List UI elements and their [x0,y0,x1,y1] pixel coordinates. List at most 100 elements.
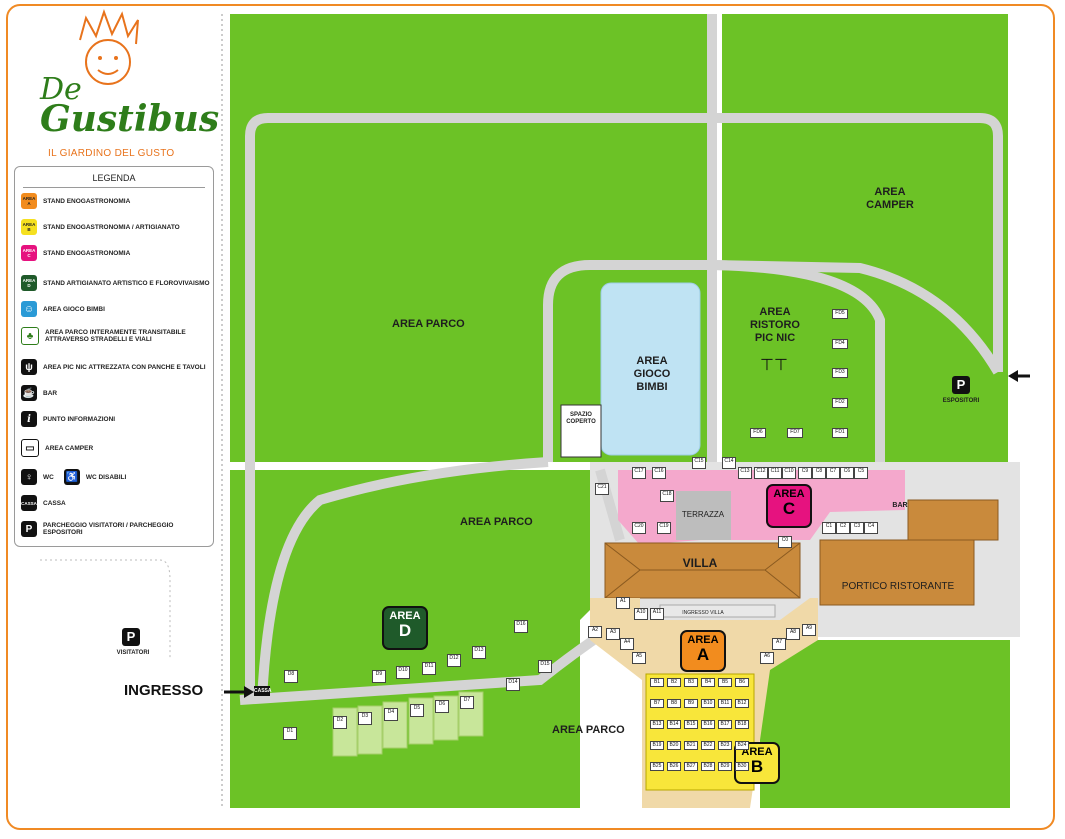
area-c-badge: AREA C [21,245,37,261]
stand-d6: D6 [435,700,449,713]
stand-fd7: FD7 [787,428,803,438]
stand-d15: D15 [538,660,552,673]
stand-d2: D2 [333,716,347,729]
legend-row-wc: ♀WC♿WC DISABILI [21,469,211,485]
terrace [676,491,731,540]
stand-c13: C13 [738,467,752,479]
stand-b9: B9 [684,699,698,708]
stand-c18: C18 [660,490,674,502]
stand-c17: C17 [632,467,646,479]
stand-a2: A2 [588,626,602,638]
legend-row-gioco: ☺AREA GIOCO BIMBI [21,301,211,317]
ingresso-label: INGRESSO [124,682,204,699]
area-gioco-label: AREA GIOCO BIMBI [633,355,671,393]
parking-icon: P [21,521,37,537]
stand-b5: B5 [718,678,732,687]
stand-d7: D7 [460,696,474,709]
stand-b27: B27 [684,762,698,771]
cassa-marker: CASSA [254,686,272,696]
stand-a10: A10 [634,608,648,620]
stand-c10: C10 [782,467,796,479]
logo-tagline: IL GIARDINO DEL GUSTO [48,148,175,159]
grass-north-east [722,14,1008,462]
info-icon: i [21,411,37,427]
stand-b28: B28 [701,762,715,771]
tree-icon: ♣ [21,327,39,345]
stand-fd3: FD3 [832,368,848,378]
stand-d1: D1 [283,727,297,740]
stand-a6: A6 [760,652,774,664]
stand-b26: B26 [667,762,681,771]
stand-c14: C14 [722,457,736,469]
stand-b29: B29 [718,762,732,771]
stand-d3: D3 [358,712,372,725]
stand-c12: C12 [754,467,768,479]
stand-c8: C8 [812,467,826,479]
bar-roof [907,499,999,541]
stand-c2: C2 [836,522,850,534]
cassa-badge: CASSA [21,495,37,511]
stand-b20: B20 [667,741,681,750]
stand-b3: B3 [684,678,698,687]
stand-b4: B4 [701,678,715,687]
portico-label: PORTICO RISTORANTE [841,581,955,592]
stand-fd2: FD2 [832,398,848,408]
ingresso-villa-label: INGRESSO VILLA [682,610,724,616]
legend-row-parco: ♣AREA PARCO INTERAMENTE TRANSITABILE ATT… [21,327,211,345]
map-frame [6,4,1055,830]
espositori-label: ESPOSITORI [942,398,980,404]
stand-b13: B13 [650,720,664,729]
picnic-tables: ⊤⊤ [760,355,788,374]
stand-d9: D9 [372,670,386,683]
stand-a9: A9 [802,624,816,636]
stand-a3: A3 [606,628,620,640]
stand-b7: B7 [650,699,664,708]
legend-row-camper: ▭AREA CAMPER [21,439,211,457]
stand-c16: C16 [652,467,666,479]
legend-row-bar: ☕BAR [21,385,211,401]
stand-b2: B2 [667,678,681,687]
stand-b14: B14 [667,720,681,729]
visitatori-label: VISITATORI [116,650,150,656]
fork-knife-icon: ψ [21,359,37,375]
stand-b23: B23 [718,741,732,750]
stand-d16: D16 [514,620,528,633]
area-a-badge: AREA A [21,193,37,209]
stand-c5: C5 [854,467,868,479]
stand-c0: C0 [778,536,792,548]
stand-c19: C19 [657,522,671,534]
stand-c15: C15 [692,457,706,469]
legend-title: LEGENDA [92,173,136,183]
stand-b25: B25 [650,762,664,771]
stand-fd1: FD1 [832,428,848,438]
portico-roof [819,539,975,606]
children-play-icon: ☺ [21,301,37,317]
parking-espositori-icon: P [952,376,970,394]
logo-gustibus: Gustibus [40,98,220,140]
stand-c6: C6 [840,467,854,479]
stand-a5: A5 [632,652,646,664]
stand-c3: C3 [850,522,864,534]
bar-label: BAR [892,502,908,509]
stand-b18: B18 [735,720,749,729]
stand-d13: D13 [472,646,486,659]
stand-a11: A11 [650,608,664,620]
area-b-badge: AREA B [21,219,37,235]
spazio-coperto-label: SPAZIO COPERTO [566,412,596,425]
stand-a8: A8 [786,628,800,640]
area-ristoro-label: AREA RISTORO PIC NIC [750,306,800,344]
stand-d10: D10 [396,666,410,679]
stand-d11: D11 [422,662,436,675]
stand-b11: B11 [718,699,732,708]
stand-b1: B1 [650,678,664,687]
stand-b19: B19 [650,741,664,750]
